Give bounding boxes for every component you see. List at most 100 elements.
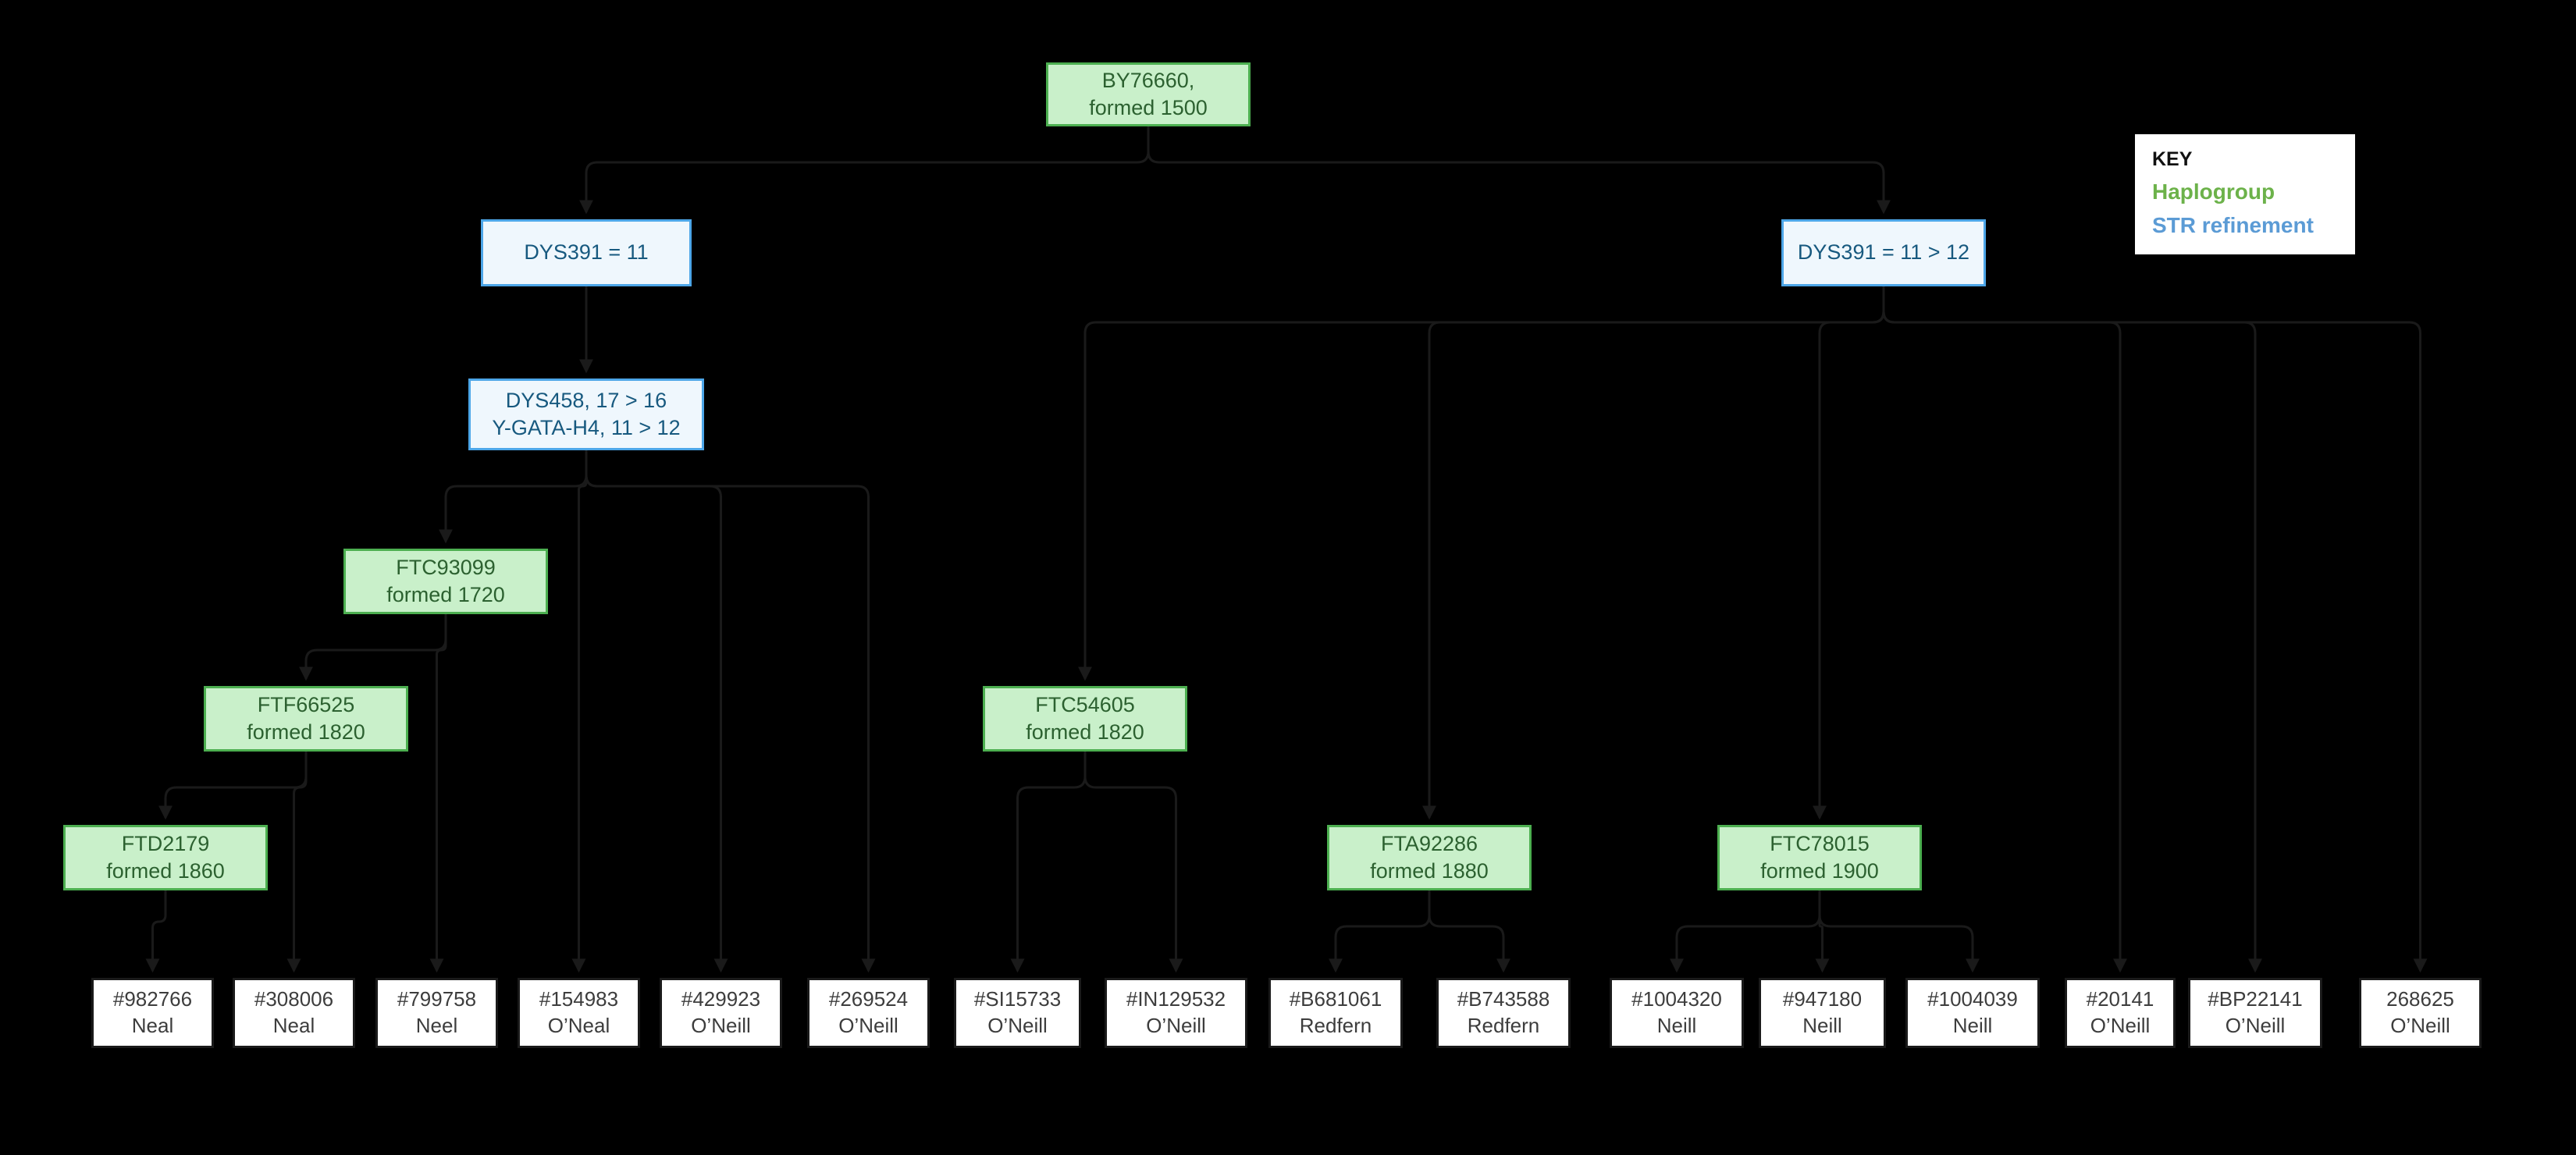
node-kit-k14[interactable]: #20141O’Neill <box>2065 978 2176 1048</box>
node-label-line: #1004039 <box>1927 986 2018 1013</box>
edge-dys391b-to-ftc78015 <box>1820 286 1884 818</box>
node-label-line: formed 1860 <box>106 858 225 885</box>
edge-ftf66525-to-k02 <box>294 752 307 971</box>
node-label-line: #IN129532 <box>1126 986 1226 1013</box>
node-label-line: O’Neill <box>838 1013 898 1040</box>
node-label-line: #947180 <box>1783 986 1862 1013</box>
node-kit-k03[interactable]: #799758Neel <box>375 978 498 1048</box>
node-label-line: DYS391 = 11 > 12 <box>1798 239 1969 266</box>
node-label-line: O’Neill <box>691 1013 751 1040</box>
node-kit-k13[interactable]: #1004039Neill <box>1905 978 2040 1048</box>
edge-dys458-to-k06 <box>586 450 869 971</box>
node-kit-k15[interactable]: #BP22141O’Neill <box>2188 978 2322 1048</box>
edge-dys391b-to-ftc54605 <box>1085 286 1884 679</box>
node-label-line: #B743588 <box>1457 986 1550 1013</box>
node-label-line: formed 1820 <box>1026 719 1144 746</box>
node-label-line: O’Neill <box>2390 1013 2450 1040</box>
node-kit-k01[interactable]: #982766Neal <box>91 978 214 1048</box>
node-kit-k16[interactable]: 268625O’Neill <box>2359 978 2482 1048</box>
edge-dys458-to-k04 <box>579 450 587 971</box>
node-haplogroup-ftc54605[interactable]: FTC54605formed 1820 <box>983 686 1187 752</box>
node-kit-k11[interactable]: #1004320Neill <box>1610 978 1744 1048</box>
node-str-refinement-dys458[interactable]: DYS458, 17 > 16Y-GATA-H4, 11 > 12 <box>468 378 704 450</box>
node-label-line: formed 1500 <box>1089 94 1208 122</box>
node-label-line: #269524 <box>829 986 908 1013</box>
node-label-line: #20141 <box>2087 986 2154 1013</box>
node-label-line: #154983 <box>539 986 618 1013</box>
node-label-line: Neal <box>273 1013 315 1040</box>
node-label-line: O’Neill <box>2226 1013 2286 1040</box>
node-kit-k02[interactable]: #308006Neal <box>233 978 355 1048</box>
node-label-line: O’Neill <box>987 1013 1048 1040</box>
edge-ftc54605-to-k08 <box>1085 752 1176 971</box>
node-str-refinement-dys391b[interactable]: DYS391 = 11 > 12 <box>1781 219 1986 286</box>
node-kit-k06[interactable]: #269524O’Neill <box>807 978 930 1048</box>
node-haplogroup-ftc78015[interactable]: FTC78015formed 1900 <box>1717 825 1922 890</box>
node-haplogroup-by76660[interactable]: BY76660,formed 1500 <box>1046 62 1251 126</box>
node-label-line: #308006 <box>254 986 333 1013</box>
node-label-line: DYS391 = 11 <box>524 239 648 266</box>
node-label-line: #BP22141 <box>2208 986 2302 1013</box>
node-label-line: 268625 <box>2386 986 2454 1013</box>
node-label-line: O’Neal <box>548 1013 610 1040</box>
node-label-line: FTC93099 <box>396 554 496 581</box>
edge-ftc78015-to-k11 <box>1677 890 1820 971</box>
node-kit-k12[interactable]: #947180Neill <box>1759 978 1886 1048</box>
edge-ftc78015-to-k13 <box>1820 890 1973 971</box>
node-label-line: O’Neill <box>2090 1013 2151 1040</box>
node-label-line: FTC78015 <box>1770 830 1870 858</box>
node-kit-k07[interactable]: #SI15733O’Neill <box>954 978 1081 1048</box>
legend-str-label: STR refinement <box>2152 208 2338 242</box>
node-kit-k04[interactable]: #154983O’Neal <box>518 978 640 1048</box>
node-kit-k05[interactable]: #429923O’Neill <box>660 978 782 1048</box>
edge-ftc93099-to-ftf66525 <box>306 614 446 679</box>
node-label-line: Neill <box>1953 1013 1993 1040</box>
node-label-line: formed 1880 <box>1370 858 1489 885</box>
node-label-line: #799758 <box>397 986 476 1013</box>
node-label-line: FTC54605 <box>1035 691 1135 719</box>
legend-key: KEY Haplogroup STR refinement <box>2135 134 2355 254</box>
node-label-line: Redfern <box>1468 1013 1540 1040</box>
edge-ftc54605-to-k07 <box>1018 752 1086 971</box>
node-haplogroup-ftf66525[interactable]: FTF66525formed 1820 <box>204 686 408 752</box>
edge-fta92286-to-k09 <box>1336 890 1429 971</box>
legend-title: KEY <box>2152 145 2338 175</box>
edge-by76660-to-dys391b <box>1148 126 1884 212</box>
node-label-line: #429923 <box>681 986 760 1013</box>
node-label-line: BY76660, <box>1102 67 1195 94</box>
edge-ftc93099-to-k03 <box>437 614 447 971</box>
node-label-line: Neill <box>1802 1013 1842 1040</box>
legend-haplogroup-label: Haplogroup <box>2152 175 2338 208</box>
node-label-line: Y-GATA-H4, 11 > 12 <box>492 414 680 442</box>
node-label-line: Neal <box>132 1013 173 1040</box>
node-label-line: Redfern <box>1300 1013 1372 1040</box>
node-label-line: FTD2179 <box>122 830 210 858</box>
node-label-line: formed 1820 <box>247 719 365 746</box>
edge-dys391b-to-k16 <box>1884 286 2421 971</box>
edge-fta92286-to-k10 <box>1429 890 1503 971</box>
node-kit-k10[interactable]: #B743588Redfern <box>1436 978 1571 1048</box>
edge-dys391b-to-fta92286 <box>1429 286 1884 818</box>
node-label-line: O’Neill <box>1146 1013 1206 1040</box>
edge-ftd2179-to-k01 <box>153 890 166 971</box>
node-label-line: formed 1720 <box>386 581 505 609</box>
node-kit-k08[interactable]: #IN129532O’Neill <box>1105 978 1247 1048</box>
node-label-line: formed 1900 <box>1760 858 1879 885</box>
node-haplogroup-ftc93099[interactable]: FTC93099formed 1720 <box>343 549 548 614</box>
node-haplogroup-fta92286[interactable]: FTA92286formed 1880 <box>1327 825 1532 890</box>
node-label-line: FTF66525 <box>258 691 355 719</box>
node-label-line: #982766 <box>113 986 192 1013</box>
node-label-line: FTA92286 <box>1381 830 1478 858</box>
node-str-refinement-dys391a[interactable]: DYS391 = 11 <box>481 219 692 286</box>
edge-dys391b-to-k15 <box>1884 286 2255 971</box>
node-label-line: Neill <box>1657 1013 1697 1040</box>
node-label-line: DYS458, 17 > 16 <box>506 387 667 414</box>
edge-ftf66525-to-ftd2179 <box>165 752 306 818</box>
node-haplogroup-ftd2179[interactable]: FTD2179formed 1860 <box>63 825 268 890</box>
node-label-line: Neel <box>416 1013 457 1040</box>
node-label-line: #B681061 <box>1290 986 1382 1013</box>
node-label-line: #SI15733 <box>974 986 1061 1013</box>
edge-dys458-to-k05 <box>586 450 721 971</box>
node-kit-k09[interactable]: #B681061Redfern <box>1268 978 1403 1048</box>
